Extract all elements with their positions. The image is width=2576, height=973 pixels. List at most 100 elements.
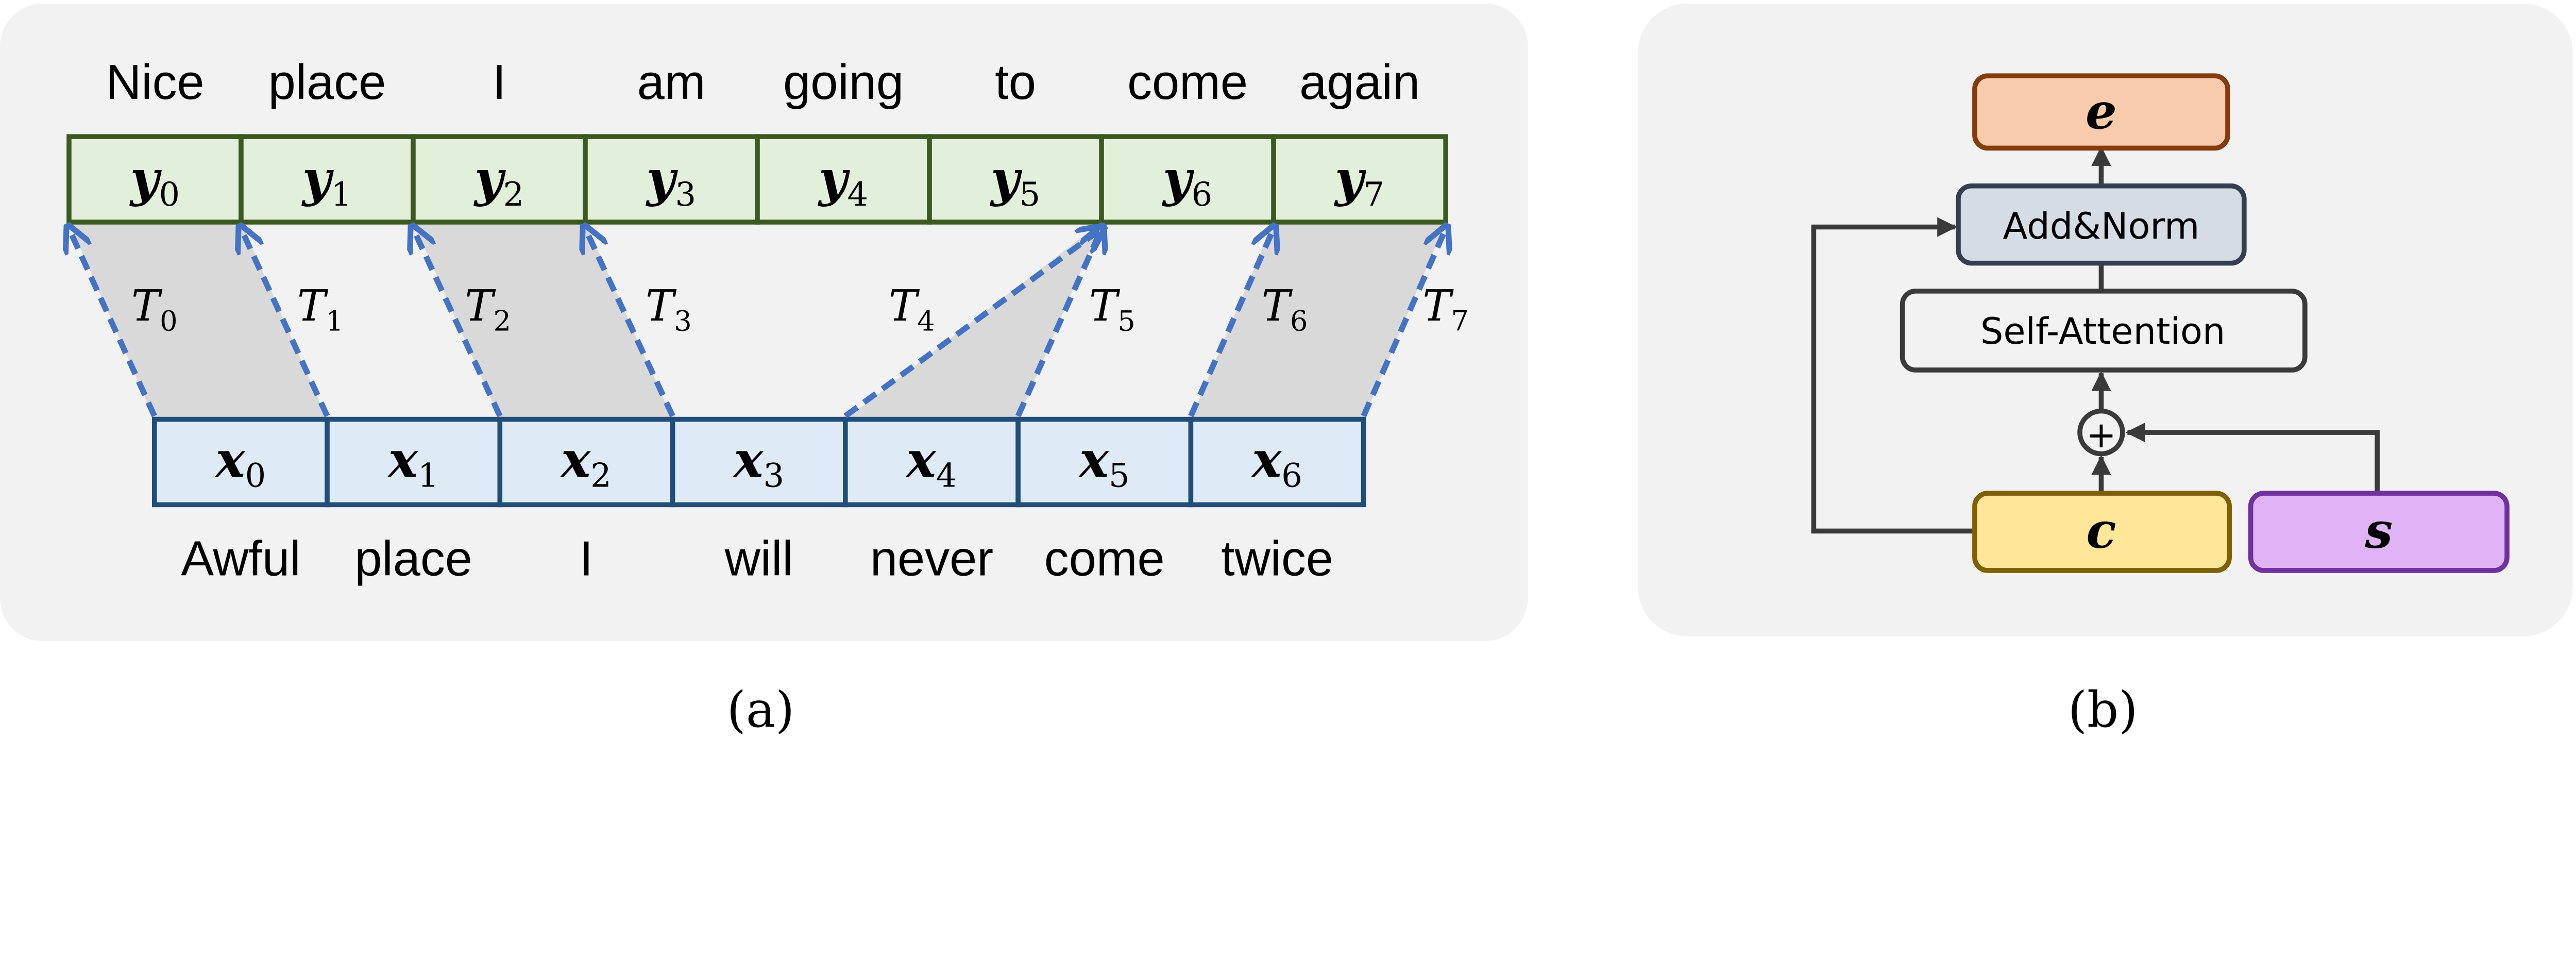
target-token-label-subscript: 7 — [1364, 176, 1385, 214]
transform-label-subscript: 3 — [674, 305, 691, 337]
target-token-box — [927, 134, 1104, 225]
source-token-box — [1015, 416, 1194, 508]
self-attention-label: Self-Attention — [1980, 310, 2226, 353]
target-token-label-base: y — [301, 149, 334, 208]
source-word: twice — [1221, 531, 1333, 586]
source-token-box — [497, 416, 675, 508]
target-token-label-base: y — [1334, 149, 1367, 208]
target-token-label-subscript: 1 — [331, 176, 352, 214]
target-token-label-base: y — [473, 149, 506, 208]
transform-label-base: T — [646, 281, 677, 331]
source-token-label-subscript: 0 — [245, 457, 266, 495]
source-token-label: x0 — [215, 430, 266, 495]
add-norm-label: Add&Norm — [2003, 205, 2200, 247]
source-word: will — [724, 531, 793, 586]
source-token-label-subscript: 1 — [418, 457, 439, 495]
transform-label-base: T — [1089, 281, 1121, 331]
target-token-label: y4 — [818, 149, 868, 214]
source-word: come — [1044, 531, 1165, 586]
style-s-box — [2248, 491, 2510, 573]
source-token-label-base: x — [215, 430, 246, 489]
source-token-label: x5 — [1078, 430, 1130, 495]
content-c-label: c — [2086, 501, 2116, 559]
target-word: I — [493, 55, 506, 110]
transform-arrow — [1188, 229, 1274, 417]
source-word: never — [870, 531, 993, 586]
source-token-label-base: x — [387, 430, 418, 489]
target-token-label-base: y — [129, 149, 162, 208]
target-word: come — [1127, 55, 1248, 110]
target-token-label: y7 — [1334, 149, 1384, 214]
transform-label-subscript: 7 — [1451, 305, 1469, 337]
target-token-label-base: y — [1162, 149, 1195, 208]
source-token-label: x6 — [1251, 430, 1302, 495]
source-token-label: x4 — [906, 430, 957, 495]
source-token-label-subscript: 4 — [936, 457, 957, 495]
target-token-label-subscript: 4 — [848, 176, 869, 214]
transform-label-base: T — [465, 281, 496, 331]
target-token-label-subscript: 6 — [1192, 176, 1213, 214]
target-token-box — [1099, 134, 1276, 225]
transform-label: T4 — [889, 281, 935, 337]
transform-arrow — [413, 229, 503, 417]
source-word: place — [354, 531, 472, 586]
transform-region-shade — [413, 222, 673, 420]
transform-arrow — [1361, 229, 1446, 417]
transform-label-base: T — [1262, 281, 1293, 331]
transform-label-base: T — [889, 281, 920, 331]
target-word: am — [637, 55, 706, 110]
target-token-label-base: y — [646, 149, 679, 208]
output-e-label: e — [2086, 82, 2117, 140]
target-word: Nice — [106, 55, 204, 110]
target-token-label-subscript: 3 — [675, 176, 697, 214]
transform-arrow — [69, 229, 157, 417]
target-word: going — [783, 55, 904, 110]
content-c-box — [1972, 491, 2232, 573]
source-token-label: x3 — [733, 430, 784, 495]
source-token-label-subscript: 3 — [763, 457, 784, 495]
transform-arrow — [1015, 229, 1101, 417]
target-token-label: y1 — [301, 149, 352, 214]
target-token-box — [1271, 134, 1448, 225]
source-token-label: x2 — [560, 430, 612, 495]
target-token-label: y2 — [473, 149, 524, 214]
target-token-label: y6 — [1162, 149, 1212, 214]
target-token-label-base: y — [818, 149, 851, 208]
transform-arrow — [241, 229, 330, 417]
transform-label: T7 — [1422, 281, 1469, 337]
transform-label-subscript: 0 — [160, 305, 177, 337]
transform-label: T3 — [646, 281, 692, 337]
source-token-label-base: x — [1078, 430, 1109, 489]
residual-skip-arrow — [1811, 217, 1975, 534]
source-token-label-base: x — [560, 430, 591, 489]
target-token-label-base: y — [990, 149, 1023, 208]
transform-label-subscript: 2 — [493, 305, 511, 337]
sum-circle-icon — [2077, 408, 2125, 457]
transform-label: T2 — [465, 281, 511, 337]
transform-label-base: T — [297, 281, 329, 331]
target-token-box — [755, 134, 932, 225]
target-token-label: y3 — [646, 149, 696, 214]
caption-b: (b) — [2068, 681, 2138, 739]
transform-label: T5 — [1089, 281, 1136, 337]
transform-label: T0 — [131, 281, 178, 337]
transform-label-subscript: 6 — [1290, 305, 1308, 337]
source-token-label-subscript: 6 — [1281, 457, 1302, 495]
transform-arrow — [843, 229, 1101, 418]
source-token-label-subscript: 5 — [1109, 457, 1130, 495]
transform-label-base: T — [131, 281, 163, 331]
source-word: I — [580, 531, 594, 586]
target-token-label-subscript: 2 — [503, 176, 524, 214]
self-attention-box — [1900, 289, 2308, 373]
target-word: place — [268, 55, 386, 110]
plus-symbol: + — [2086, 414, 2116, 456]
target-word: to — [995, 55, 1036, 110]
style-s-label: s — [2364, 501, 2393, 559]
caption-a: (a) — [727, 681, 795, 739]
transform-label: T6 — [1262, 281, 1308, 337]
source-token-label: x1 — [387, 430, 439, 495]
output-e-box — [1972, 73, 2230, 151]
source-word: Awful — [181, 531, 300, 586]
